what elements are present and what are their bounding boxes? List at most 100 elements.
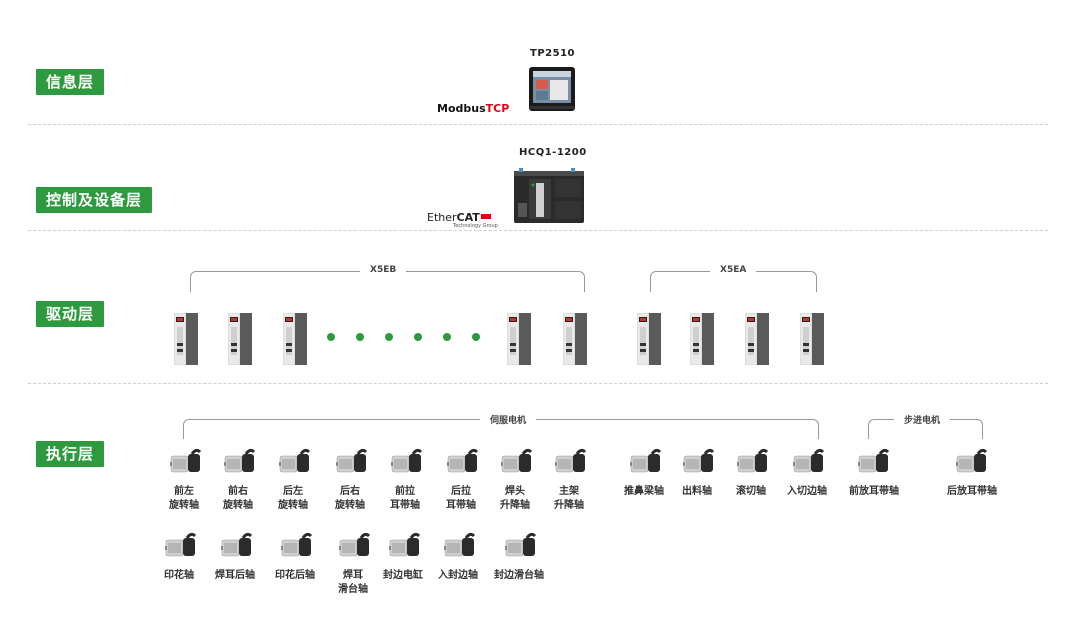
ellipsis-dot (414, 333, 422, 341)
layer-tag-control: 控制及设备层 (36, 187, 153, 213)
servo-drive-image (562, 312, 587, 366)
motor-label-line: 出料轴 (682, 486, 712, 497)
motor-label: 后左旋转轴 (253, 485, 333, 513)
servo-drive-image (282, 312, 307, 366)
motor-label-line: 旋转轴 (335, 500, 365, 511)
motor-label: 前拉耳带轴 (365, 485, 445, 513)
motor-label: 焊耳滑台轴 (313, 569, 393, 597)
motor-image (224, 448, 256, 476)
motor-image (165, 532, 197, 560)
plc-model-label: HCQ1-1200 (519, 147, 587, 158)
servo-drive-image (506, 312, 531, 366)
motor-image (555, 448, 587, 476)
bracket-stepper-label: 步进电机 (894, 413, 951, 426)
motor-label-line: 推鼻梁轴 (624, 486, 664, 497)
motor-label-line: 入封边轴 (438, 570, 478, 581)
motor-label-line: 后右 (340, 486, 360, 497)
modbus-logo-text: Modbus (437, 102, 486, 115)
motor-image (221, 532, 253, 560)
motor-label-line: 焊耳后轴 (215, 570, 255, 581)
ethercat-logo-text: Ether (427, 211, 457, 224)
motor-label: 入切边轴 (767, 485, 847, 499)
motor-label-line: 前右 (228, 486, 248, 497)
motor-label: 出料轴 (657, 485, 737, 499)
ellipsis-dot (385, 333, 393, 341)
motor-label: 焊头升降轴 (475, 485, 555, 513)
servo-drive-image (689, 312, 714, 366)
servo-drive-image (799, 312, 824, 366)
motor-label: 焊耳后轴 (195, 569, 275, 583)
ethercat-arrow-icon (480, 214, 491, 219)
motor-label-line: 耳带轴 (446, 500, 476, 511)
motor-image (444, 532, 476, 560)
bracket-x5ea-label: X5EA (710, 265, 757, 275)
layer-tag-exec: 执行层 (36, 441, 105, 467)
servo-drive-image (227, 312, 252, 366)
ellipsis-dot (356, 333, 364, 341)
motor-label-line: 封边电缸 (383, 570, 423, 581)
motor-label-line: 前放耳带轴 (849, 486, 899, 497)
motor-label-line: 前左 (174, 486, 194, 497)
motor-label-line: 耳带轴 (390, 500, 420, 511)
motor-image (447, 448, 479, 476)
motor-image (339, 532, 371, 560)
tcp-logo-text: TCP (485, 102, 510, 115)
motor-label: 封边电缸 (363, 569, 443, 583)
divider (28, 230, 1048, 231)
motor-image (737, 448, 769, 476)
motor-label-line: 滚切轴 (736, 486, 766, 497)
servo-drive-image (173, 312, 198, 366)
motor-label: 入封边轴 (418, 569, 498, 583)
servo-drive-image (636, 312, 661, 366)
layer-tag-drive: 驱动层 (36, 301, 105, 327)
cat-logo-text: CAT (456, 211, 480, 224)
servo-drive-image (744, 312, 769, 366)
bracket-x5eb-label: X5EB (360, 265, 407, 275)
ellipsis-dot (472, 333, 480, 341)
motor-image (391, 448, 423, 476)
ellipsis-dot (327, 333, 335, 341)
motor-image (683, 448, 715, 476)
motor-image (956, 448, 988, 476)
motor-label: 封边滑台轴 (479, 569, 559, 583)
motor-label: 后右旋转轴 (310, 485, 390, 513)
motor-label: 主架升降轴 (529, 485, 609, 513)
motor-label: 前放耳带轴 (834, 485, 914, 499)
motor-image (389, 532, 421, 560)
motor-label-line: 入切边轴 (787, 486, 827, 497)
motor-label: 后拉耳带轴 (421, 485, 501, 513)
hmi-panel-image (529, 67, 575, 111)
motor-image (630, 448, 662, 476)
bracket-servo-label: 伺服电机 (480, 413, 537, 426)
motor-label-line: 旋转轴 (278, 500, 308, 511)
motor-label-line: 后左 (283, 486, 303, 497)
divider (28, 124, 1048, 125)
motor-label: 印花轴 (139, 569, 219, 583)
motor-image (505, 532, 537, 560)
motor-label-line: 后拉 (451, 486, 471, 497)
motor-label: 滚切轴 (711, 485, 791, 499)
motor-image (281, 532, 313, 560)
motor-label-line: 后放耳带轴 (947, 486, 997, 497)
motor-image (170, 448, 202, 476)
plc-controller-image (514, 168, 584, 223)
motor-label-line: 印花后轴 (275, 570, 315, 581)
motor-label-line: 滑台轴 (338, 584, 368, 595)
ethercat-sub-text: Technology Group (453, 223, 498, 229)
ethercat-logo: EtherCAT Technology Group (427, 206, 498, 229)
motor-label-line: 升降轴 (500, 500, 530, 511)
motor-label: 印花后轴 (255, 569, 335, 583)
motor-label-line: 旋转轴 (169, 500, 199, 511)
modbus-tcp-logo: ModbusTCP (437, 102, 509, 115)
motor-image (793, 448, 825, 476)
motor-label-line: 焊耳 (343, 570, 363, 581)
ellipsis-dot (443, 333, 451, 341)
motor-label-line: 主架 (559, 486, 579, 497)
hmi-model-label: TP2510 (530, 48, 575, 59)
motor-label: 前右旋转轴 (198, 485, 278, 513)
motor-label-line: 封边滑台轴 (494, 570, 544, 581)
motor-image (858, 448, 890, 476)
motor-label: 前左旋转轴 (144, 485, 224, 513)
motor-label-line: 印花轴 (164, 570, 194, 581)
motor-image (501, 448, 533, 476)
